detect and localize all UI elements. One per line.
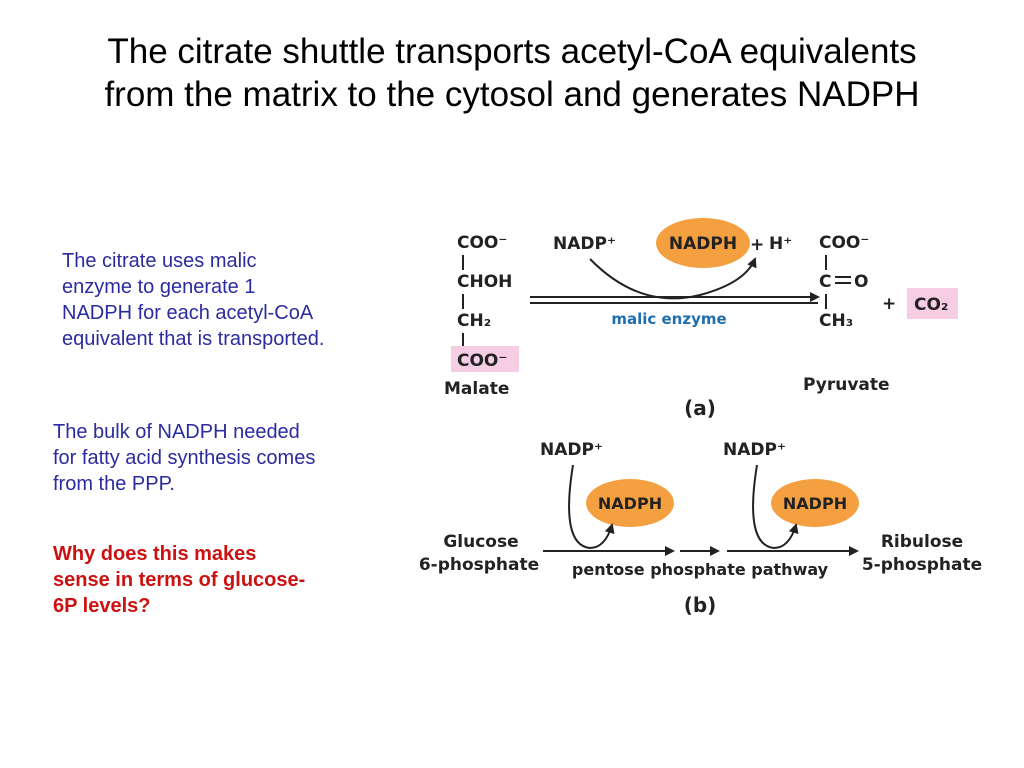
pathway-label: pentose phosphate pathway (572, 560, 829, 579)
ribulose-label-line-1: Ribulose (881, 532, 963, 552)
text-line: for fatty acid synthesis comes (53, 447, 316, 469)
text-line: 6P levels? (53, 595, 151, 617)
nadph-label: NADPH (669, 234, 737, 254)
co2-highlight (907, 288, 958, 319)
malate-label: Malate (444, 379, 509, 399)
text-line: The bulk of NADPH needed (53, 421, 300, 443)
malate-choh: CHOH (457, 272, 512, 292)
nadph-oval (656, 218, 750, 268)
nadp-plus-label-2: NADP⁺ (723, 440, 786, 460)
nadph-label-1: NADPH (598, 494, 662, 513)
nadp-plus-label-1: NADP⁺ (540, 440, 603, 460)
nadp-plus-label: NADP⁺ (553, 234, 616, 254)
glucose-label-line-2: 6-phosphate (419, 555, 539, 575)
panel-b: Glucose 6-phosphate NADP⁺ NADPH NADP⁺ NA… (419, 440, 982, 617)
slide-title-line-1: The citrate shuttle transports acetyl-Co… (107, 32, 917, 71)
text-line: from the PPP. (53, 473, 175, 495)
panel-a-label: (a) (684, 396, 716, 420)
cofactor-curved-arrow-2 (752, 464, 799, 550)
pyruvate-label: Pyruvate (803, 375, 890, 395)
discussion-question: Why does this makes sense in terms of gl… (53, 541, 383, 619)
slide-title-line-2: from the matrix to the cytosol and gener… (104, 75, 920, 114)
text-line: NADPH for each acetyl-CoA (62, 302, 314, 324)
malate-carboxyl-highlight (451, 346, 519, 372)
pyruvate-ch3: CH₃ (819, 311, 853, 331)
cofactor-curved-arrow-1 (568, 464, 615, 550)
slide-title: The citrate shuttle transports acetyl-Co… (0, 30, 1024, 116)
co2-label: CO₂ (914, 295, 948, 315)
nadph-label-2: NADPH (783, 494, 847, 513)
nadph-oval-1 (586, 479, 674, 527)
pyruvate-carbonyl-c: C (819, 272, 831, 292)
malic-enzyme-explanation: The citrate uses malic enzyme to generat… (62, 248, 407, 352)
plus-sign: + (750, 235, 764, 255)
cofactor-curved-arrow (589, 257, 757, 300)
plus-sign: + (882, 294, 896, 314)
pyruvate-coo: COO⁻ (819, 233, 869, 253)
text-line: sense in terms of glucose- (53, 569, 306, 591)
ppp-explanation: The bulk of NADPH needed for fatty acid … (53, 419, 398, 497)
text-line: Why does this makes (53, 543, 257, 565)
malate-coo-bottom: COO⁻ (457, 351, 507, 371)
text-line: The citrate uses malic (62, 250, 257, 272)
enzyme-label: malic enzyme (611, 310, 726, 328)
pyruvate-oxygen: O (854, 272, 868, 292)
ribulose-label-line-2: 5-phosphate (862, 555, 982, 575)
malate-ch2: CH₂ (457, 311, 491, 331)
panel-a: COO⁻ CHOH CH₂ COO⁻ Malate NADP⁺ NADPH + … (444, 218, 958, 420)
malate-coo-top: COO⁻ (457, 233, 507, 253)
text-line: equivalent that is transported. (62, 328, 325, 350)
h-plus-label: H⁺ (769, 234, 792, 254)
nadph-oval-2 (771, 479, 859, 527)
panel-b-label: (b) (684, 593, 717, 617)
text-line: enzyme to generate 1 (62, 276, 256, 298)
glucose-label-line-1: Glucose (443, 532, 518, 552)
